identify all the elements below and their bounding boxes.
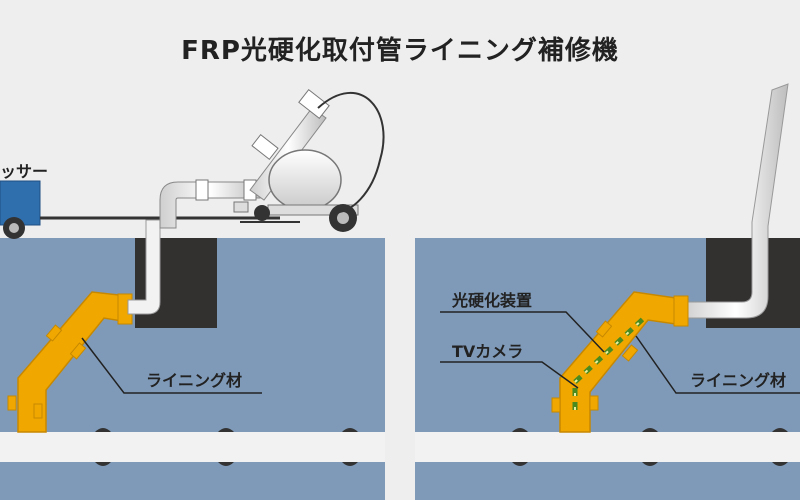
main-pipe-right	[415, 432, 800, 462]
diagram-title: FRP光硬化取付管ライニング補修機	[181, 36, 619, 66]
lining-machine-left	[159, 88, 385, 232]
pipe-joint	[342, 428, 358, 466]
lining-flange	[595, 320, 613, 338]
leader-line-lining-left	[81, 337, 262, 394]
pipe-joint	[642, 428, 658, 466]
right-panel	[415, 83, 800, 500]
compressor-truck	[0, 180, 41, 239]
lining-flange	[673, 295, 689, 327]
compressor-label: ッサー	[0, 162, 49, 181]
pipe-joint	[95, 428, 111, 466]
lining-flange	[7, 395, 17, 411]
tv-camera-label: TVカメラ	[452, 342, 524, 361]
lining-flange	[621, 344, 639, 362]
curing-light-path	[574, 317, 645, 410]
lining-flange	[33, 403, 43, 419]
pipe-joint	[772, 428, 788, 466]
pipe-joint	[218, 428, 234, 466]
main-pipe-left	[0, 432, 385, 462]
lining-material-label-left: ライニング材	[146, 371, 243, 390]
leader-line-lining-right	[635, 335, 800, 394]
curing-device-label: 光硬化装置	[452, 291, 533, 310]
lining-material-label-right: ライニング材	[690, 371, 787, 390]
feed-pipe-left	[127, 219, 161, 315]
lining-flange	[551, 397, 561, 413]
lining-flange	[589, 395, 599, 411]
leader-line-curing	[440, 311, 605, 353]
left-panel	[0, 88, 385, 500]
lining-flange	[69, 342, 87, 360]
pipe-joint	[512, 428, 528, 466]
leader-line-camera	[440, 361, 579, 389]
lining-flange	[45, 324, 63, 342]
